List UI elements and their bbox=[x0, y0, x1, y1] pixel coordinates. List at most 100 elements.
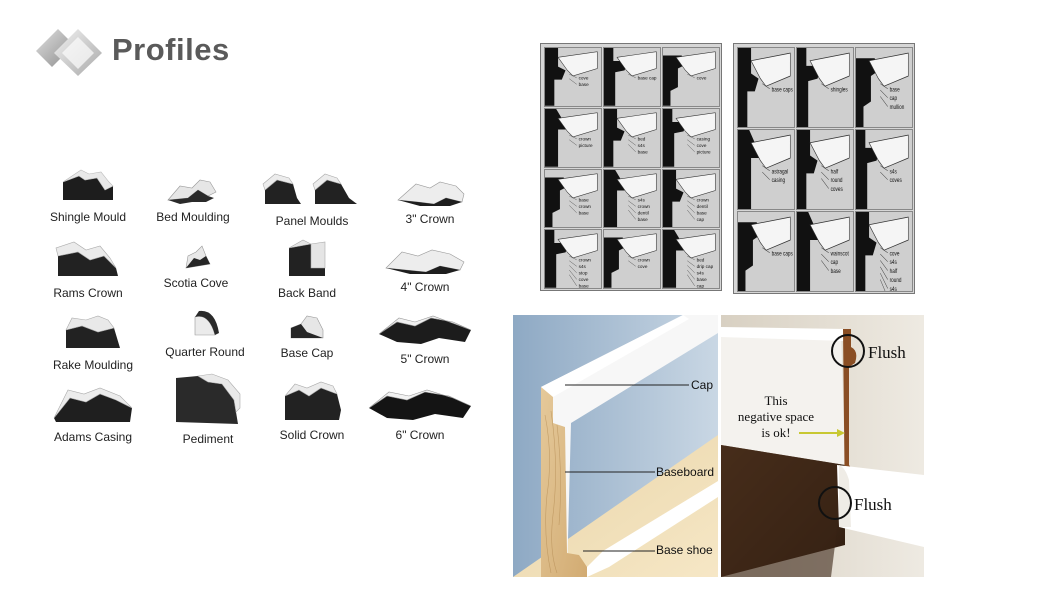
profile-rake-moulding: Rake Moulding bbox=[38, 312, 148, 372]
drawing-leader-line bbox=[880, 165, 888, 172]
drawing-leader-line bbox=[687, 270, 695, 280]
drawing-leader-line bbox=[880, 266, 888, 280]
drawing-leader-line bbox=[569, 260, 577, 267]
drawing-label: casing bbox=[697, 136, 711, 141]
moulding-section-drawing: base cap bbox=[604, 48, 657, 106]
drawing-label: cap bbox=[831, 260, 839, 267]
baseboard-cross-section-photo: Cap Baseboard Base shoe bbox=[513, 315, 718, 577]
drawing-leader-line bbox=[687, 73, 695, 78]
moulding-board-shape bbox=[557, 233, 598, 259]
moulding-board-shape bbox=[557, 51, 598, 77]
moulding-drawing-tile: shingles bbox=[796, 47, 854, 128]
drawing-leader-line bbox=[628, 209, 636, 219]
drawing-label: half bbox=[831, 169, 839, 176]
moulding-drawing-tile: base cap bbox=[603, 47, 661, 107]
moulding-board-shape bbox=[675, 51, 716, 77]
drawing-label: casing bbox=[772, 178, 785, 185]
drawing-leader-line bbox=[880, 260, 888, 271]
drawing-leader-line bbox=[687, 144, 695, 152]
drawing-label: base bbox=[638, 149, 649, 154]
profile-rams-crown: Rams Crown bbox=[33, 238, 143, 300]
profile-solid-crown: Solid Crown bbox=[257, 380, 367, 442]
profile-label: Base Cap bbox=[280, 346, 334, 360]
wall-section-shape bbox=[545, 176, 568, 228]
wall-section-shape bbox=[797, 130, 818, 209]
drawing-label: stop bbox=[579, 271, 588, 276]
drawing-leader-line bbox=[880, 253, 888, 262]
moulding-drawing-tile: base caps bbox=[737, 211, 795, 292]
profile-label: Rake Moulding bbox=[52, 358, 134, 372]
wall-section-shape bbox=[604, 237, 627, 288]
moulding-board-shape bbox=[809, 216, 850, 251]
drawing-leader-line bbox=[628, 256, 636, 261]
drawing-leader-line bbox=[762, 247, 770, 254]
drawing-label: base bbox=[831, 269, 841, 276]
drawing-leader-line bbox=[762, 83, 770, 90]
moulding-section-drawing: base caps bbox=[738, 216, 793, 291]
drawing-leader-line bbox=[762, 171, 770, 180]
moulding-section-drawing: base caps bbox=[738, 48, 793, 127]
profile-label: 5" Crown bbox=[400, 352, 450, 366]
base-cap-icon bbox=[290, 315, 324, 339]
flush-baseboard-photo: Flush This negative space is ok! Flush bbox=[721, 315, 924, 577]
drawing-leader-line bbox=[687, 256, 695, 261]
adams-casing-icon bbox=[53, 387, 133, 422]
moulding-board-shape bbox=[750, 52, 791, 87]
crown-4-icon bbox=[385, 249, 465, 274]
drawing-label: s4s bbox=[890, 286, 897, 291]
drawing-label: dentil bbox=[638, 210, 649, 215]
drawing-label: crown bbox=[697, 197, 710, 202]
drawing-label: picture bbox=[579, 143, 593, 148]
pediment-icon bbox=[176, 373, 241, 424]
drawing-leader-line bbox=[880, 171, 888, 180]
callout-base-shoe: Base shoe bbox=[656, 543, 713, 557]
drawing-leader-line bbox=[687, 265, 695, 274]
profile-panel-moulds: Panel Moulds bbox=[257, 172, 367, 228]
wall-section-shape bbox=[738, 222, 761, 291]
drawing-label: s4s bbox=[890, 169, 897, 176]
moulding-board-shape bbox=[868, 134, 909, 169]
profile-label: Pediment bbox=[182, 432, 234, 446]
moulding-board-shape bbox=[616, 233, 657, 259]
drawing-label: s4s bbox=[579, 264, 587, 269]
profile-adams-casing: Adams Casing bbox=[38, 386, 148, 444]
drawing-leader-line bbox=[821, 83, 829, 90]
label-flush-top: Flush bbox=[868, 343, 906, 362]
drawing-label: coves bbox=[890, 178, 902, 185]
drawing-label: base bbox=[638, 217, 649, 222]
drawing-leader-line bbox=[569, 274, 577, 287]
drawing-label: cove bbox=[638, 264, 648, 269]
drawing-label: base caps bbox=[772, 251, 793, 258]
drawing-leader-line bbox=[687, 260, 695, 267]
drawing-label: crown bbox=[579, 258, 592, 263]
moulding-section-drawing: shingles bbox=[797, 48, 850, 127]
profile-5-crown: 5" Crown bbox=[370, 314, 480, 366]
profile-label: 4" Crown bbox=[400, 280, 450, 294]
drawing-leader-line bbox=[821, 260, 829, 271]
drawing-leader-line bbox=[762, 165, 770, 172]
drawing-label: cap bbox=[890, 96, 898, 103]
label-negative-space-line: negative space bbox=[737, 409, 815, 424]
label-negative-space: This negative space is ok! bbox=[733, 393, 819, 441]
solid-crown-icon bbox=[284, 381, 341, 420]
drawing-leader-line bbox=[569, 195, 577, 200]
drawing-leader-line bbox=[569, 256, 577, 261]
drawing-leader-line bbox=[880, 96, 888, 107]
bed-moulding-icon bbox=[167, 179, 217, 204]
wall-section-shape bbox=[856, 58, 879, 127]
drawing-leader-line bbox=[687, 274, 695, 287]
drawing-label: cap bbox=[697, 217, 705, 222]
drawing-leader-line bbox=[628, 204, 636, 213]
